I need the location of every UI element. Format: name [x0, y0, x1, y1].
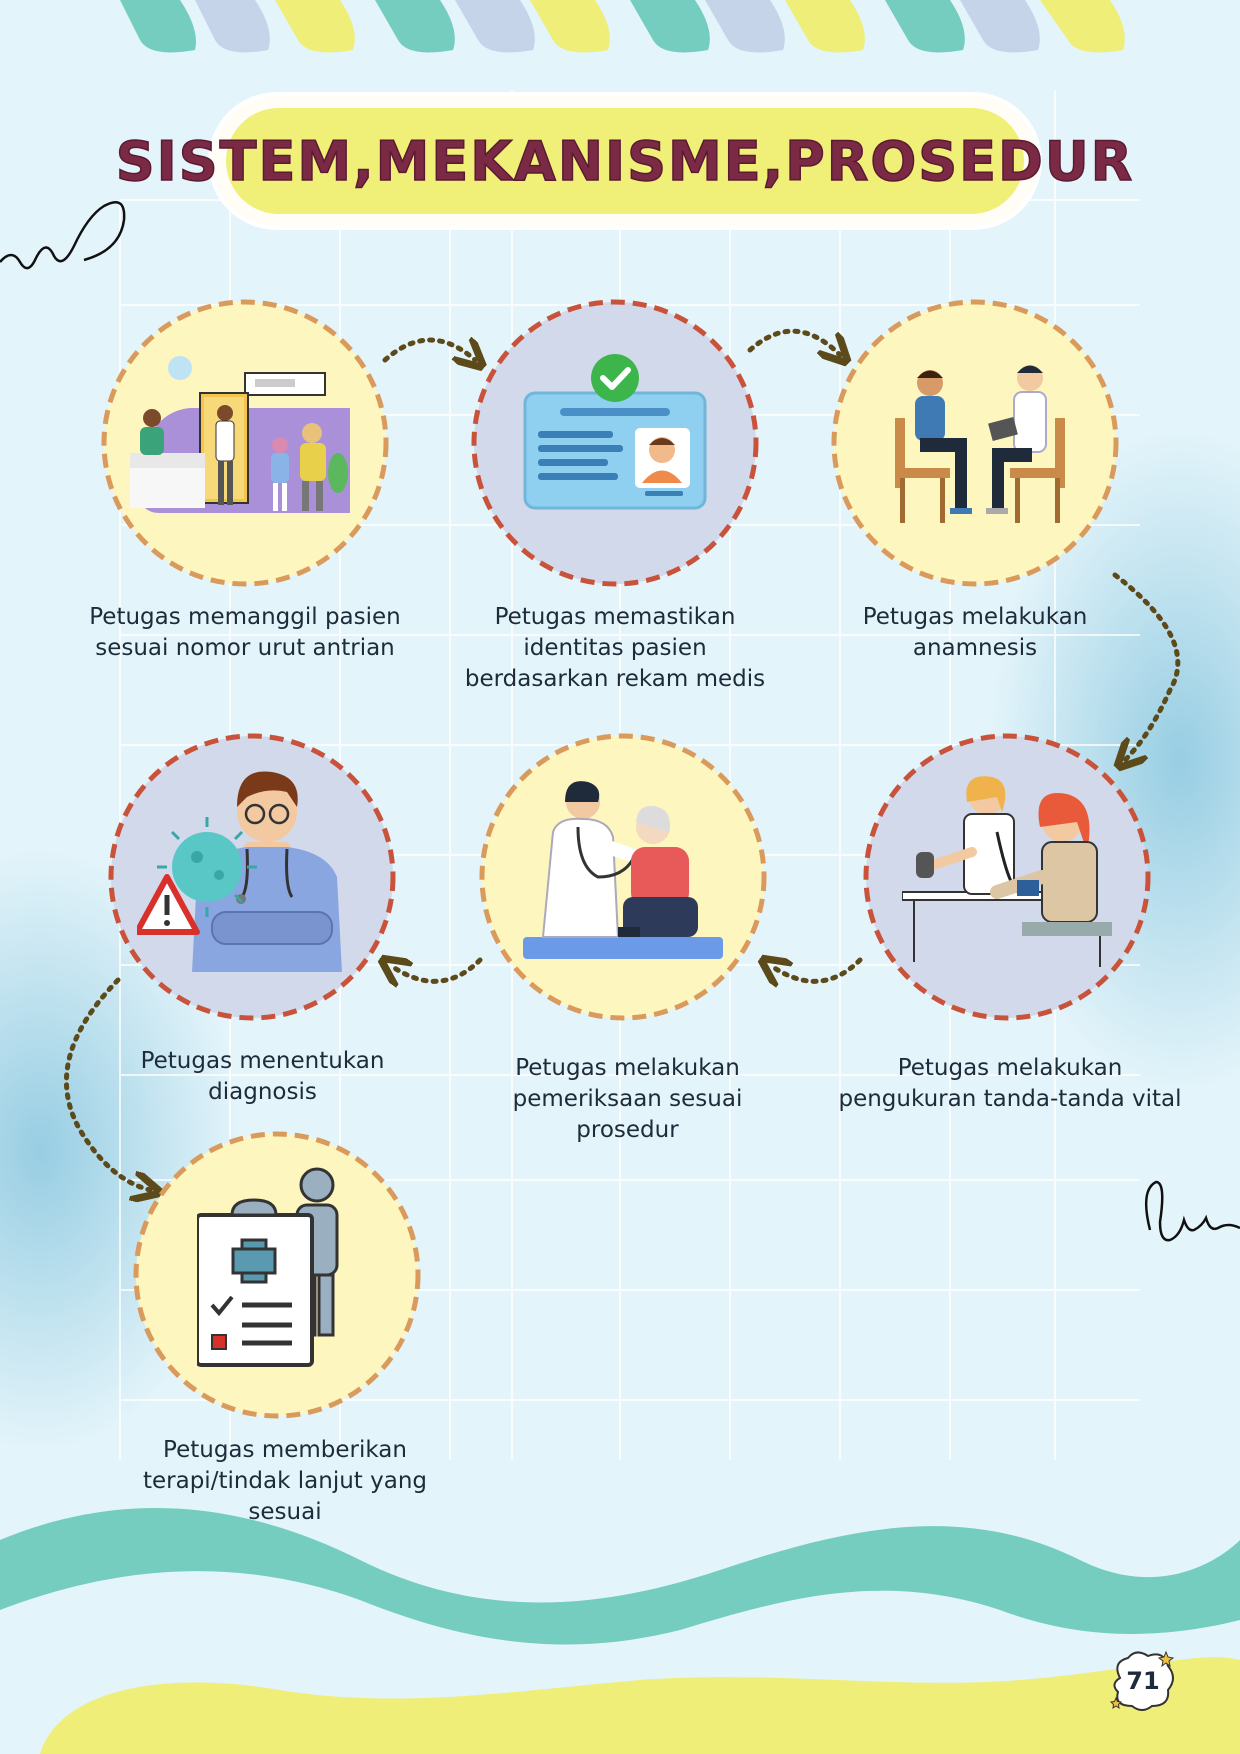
- top-brush-stripes: [120, 0, 1125, 53]
- step-3-caption: Petugas melakukan anamnesis: [862, 604, 1088, 661]
- step-7-caption: Petugas memberikan terapi/tindak lanjut …: [142, 1437, 427, 1525]
- step-6-caption: Petugas menentukan diagnosis: [140, 1048, 385, 1105]
- id-card-check-icon: [523, 354, 707, 510]
- step-2-circle: [470, 298, 760, 588]
- step-1-caption: Petugas memanggil pasien sesuai nomor ur…: [89, 604, 401, 661]
- waiting-room-icon: [130, 356, 350, 513]
- title-banner: SISTEM,MEKANISME,PROSEDUR: [115, 96, 1133, 226]
- step-2-caption: Petugas memastikan identitas pasien berd…: [464, 604, 766, 692]
- title-banner-fill: SISTEM,MEKANISME,PROSEDUR: [115, 108, 1133, 214]
- step-4-caption: Petugas melakukan pengukuran tanda-tanda…: [838, 1055, 1182, 1112]
- step-1-circle: [100, 298, 390, 588]
- page-title: SISTEM,MEKANISME,PROSEDUR: [115, 129, 1135, 194]
- step-3-circle: [830, 298, 1120, 588]
- stethoscope-exam-icon: [523, 781, 723, 959]
- scribble-decoration-left: [0, 201, 126, 270]
- page-number-badge: 71: [1108, 1648, 1178, 1714]
- page-number: 71: [1126, 1667, 1160, 1695]
- step-4-circle: [862, 732, 1152, 1022]
- scribble-decoration-right: [1144, 1180, 1240, 1242]
- doctor-virus-warning-icon: [137, 771, 342, 972]
- teal-wave: [0, 1507, 1240, 1645]
- step-6-circle: [107, 732, 397, 1022]
- medical-report-clipboard-icon: [197, 1167, 339, 1367]
- yellow-wave: [40, 1657, 1240, 1754]
- step-7-circle: [132, 1130, 422, 1420]
- step-5-caption: Petugas melakukan pemeriksaan sesuai pro…: [512, 1055, 743, 1143]
- blood-pressure-icon: [902, 776, 1112, 967]
- step-5-circle: [478, 732, 768, 1022]
- doctor-consultation-icon: [895, 365, 1065, 523]
